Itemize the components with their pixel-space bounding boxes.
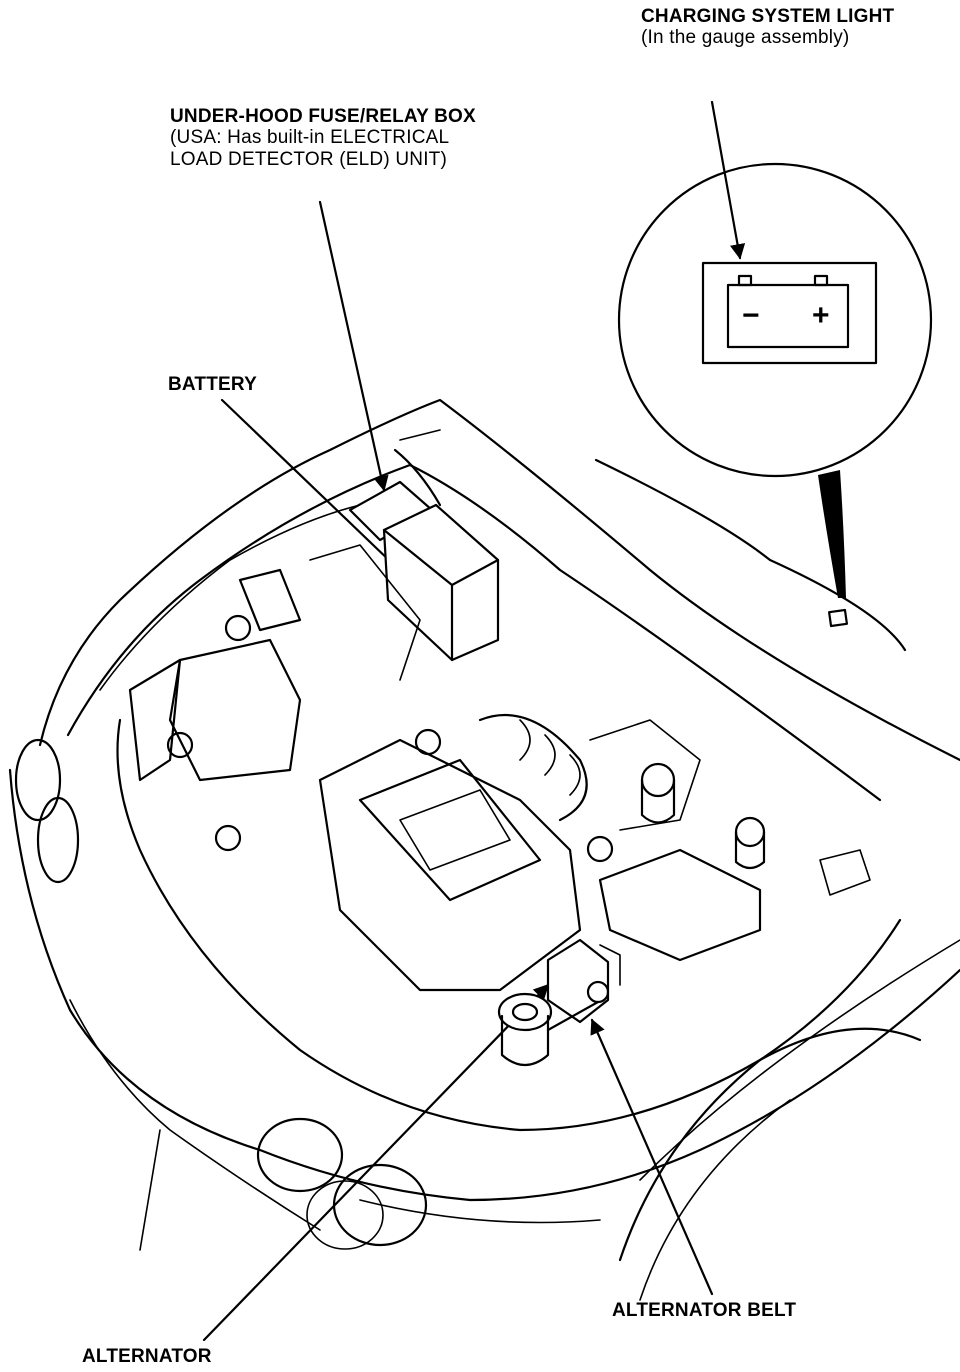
hood-raised-edge: [38, 398, 960, 762]
charging-system-light-note: (In the gauge assembly): [641, 27, 850, 49]
gauge-lamp-location: [828, 608, 848, 628]
inset-circle: [617, 162, 933, 478]
cap-4: [414, 728, 442, 756]
engine: [128, 544, 871, 992]
headlight-left-upper: [14, 738, 62, 822]
cable-run: [309, 544, 421, 681]
right-side-hoses: [589, 719, 701, 831]
bumper-lower-line: [69, 999, 321, 1231]
engine-cylinder-head: [318, 738, 582, 992]
gauge-inset: − +: [617, 162, 933, 628]
right-wheel-arch-inner: [639, 1099, 791, 1301]
reservoir-1: [640, 778, 676, 824]
fuse-relay-box-note-line2: LOAD DETECTOR (ELD) UNIT): [170, 148, 448, 170]
valve-cover-plate: [358, 758, 542, 902]
cowl-line: [594, 458, 907, 652]
headlight-center-right: [332, 1163, 428, 1247]
headlight-center-left: [256, 1117, 344, 1193]
air-intake-duct: [128, 658, 182, 782]
headlight-center-inner: [306, 1180, 384, 1250]
alternator-belt-leader: [590, 1018, 714, 1296]
charging-system-light-label: CHARGING SYSTEM LIGHT (In the gauge asse…: [641, 6, 894, 49]
charging-light-leader: [710, 100, 746, 260]
battery-title: BATTERY: [168, 374, 258, 395]
valve-cover-panel: [399, 789, 511, 871]
inset-pointer-wedge: [818, 470, 846, 598]
hood-stay-rod: [399, 429, 441, 441]
right-wheel-arch: [618, 1027, 922, 1262]
air-cleaner: [168, 638, 302, 782]
headlight-left-lower: [36, 796, 80, 884]
alternator-belt-title: ALTERNATOR BELT: [612, 1300, 797, 1321]
crank-pulley-hub: [511, 1002, 539, 1022]
battery-icon: [726, 283, 850, 349]
reservoir-2: [734, 830, 766, 870]
engine-bay-front-edge: [116, 718, 902, 1132]
fuse-relay-box-label: UNDER-HOOD FUSE/RELAY BOX (USA: Has buil…: [170, 106, 476, 170]
alternator-leader: [202, 983, 550, 1342]
battery-cable: [393, 448, 442, 507]
fuse-relay-box-note-line1: (USA: Has built-in ELECTRICAL: [170, 127, 450, 149]
cap-5: [586, 835, 614, 863]
engine-caps: [166, 614, 766, 870]
bumper-corner: [139, 1129, 161, 1251]
hood-inner-edge: [66, 463, 882, 802]
reservoir-cap-1: [640, 762, 676, 798]
front-bumper: [8, 768, 960, 1202]
fuse-box-leader: [318, 200, 389, 492]
cap-2: [166, 731, 194, 759]
cap-1: [224, 614, 252, 642]
battery-icon-terminal-pos: [813, 274, 829, 287]
relay-bracket: [238, 568, 302, 632]
battery-label: BATTERY: [168, 374, 257, 395]
drive-belt-run: [546, 1000, 600, 1032]
alternator-title: ALTERNATOR: [82, 1346, 212, 1367]
charging-system-light-title: CHARGING SYSTEM LIGHT: [641, 6, 895, 27]
bumper-intake-line: [359, 1199, 601, 1224]
alternator-bracket: [599, 944, 621, 986]
alternator-belt-label: ALTERNATOR BELT: [612, 1300, 796, 1321]
battery-icon-plus: +: [812, 299, 830, 332]
warning-lamp-frame: [701, 261, 878, 365]
battery-assembly: [348, 429, 500, 662]
battery-icon-terminal-neg: [737, 274, 753, 287]
intake-manifold: [478, 713, 588, 822]
reservoir-cap-2: [734, 816, 766, 848]
crank-pulley-side: [500, 1014, 550, 1067]
fuse-relay-box-title: UNDER-HOOD FUSE/RELAY BOX: [170, 106, 476, 127]
alternator-assembly: [497, 938, 621, 1067]
alternator-label: ALTERNATOR: [82, 1346, 212, 1367]
right-fender-line: [639, 939, 960, 1181]
transaxle: [598, 848, 762, 962]
battery-icon-minus: −: [742, 299, 760, 332]
car-body: [8, 398, 960, 1301]
fender-line-left: [99, 504, 361, 691]
fender-bracket: [819, 849, 871, 896]
crank-pulley: [497, 992, 553, 1032]
headlights: [14, 738, 428, 1250]
battery-body: [382, 503, 500, 662]
cap-3: [214, 824, 242, 852]
intake-runners: [519, 719, 581, 796]
